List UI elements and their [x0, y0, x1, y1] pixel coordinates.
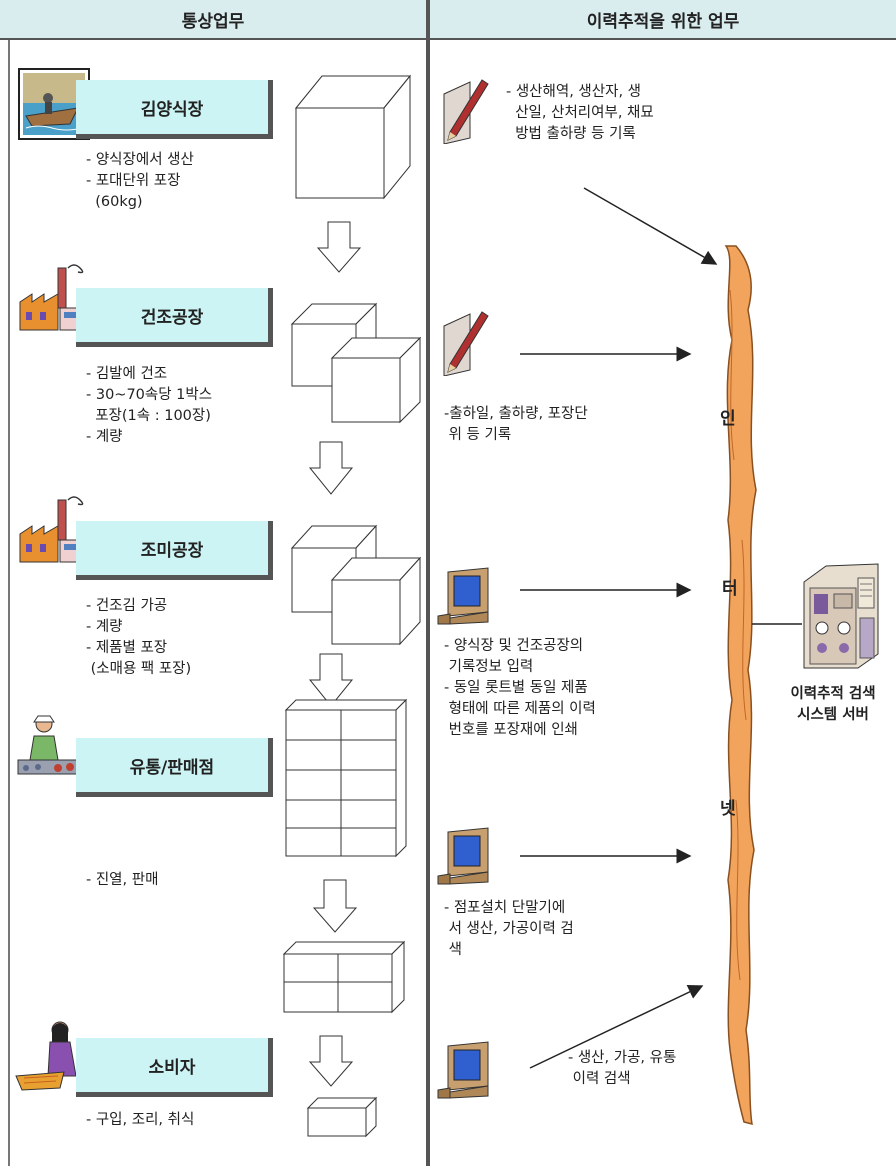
down-arrow — [312, 879, 358, 933]
consumer-cooking-icon — [14, 1018, 86, 1094]
internet-label-char: 터 — [722, 579, 738, 599]
internet-label-char: 인 — [720, 409, 736, 429]
tracking-note-store-terminal: - 점포설치 단말기에 서 생산, 가공이력 검 색 — [444, 900, 574, 958]
header-traceability-work: 이력추적을 위한 업무 — [430, 0, 896, 40]
stage-drying-factory-notes: - 김발에 건조 - 30~70속당 1박스 포장(1속 : 100장) - 계… — [86, 366, 213, 445]
two-boxes — [290, 302, 422, 424]
computer-terminal-icon — [436, 566, 496, 626]
computer-terminal-icon — [436, 826, 496, 886]
computer-terminal-icon — [436, 1040, 496, 1100]
stage-retail-store: 유통/판매점 — [76, 738, 273, 797]
internet-network — [520, 187, 802, 1126]
single-pack — [306, 1096, 378, 1138]
server-machine-icon — [800, 558, 880, 670]
tracking-note-farm-record: - 생산해역, 생산자, 생 산일, 산처리여부, 채묘 방법 출하량 등 기록 — [506, 84, 654, 142]
down-arrow — [316, 221, 362, 273]
pen-notepad-icon — [440, 306, 490, 377]
down-arrow — [308, 653, 354, 707]
arrow-to-internet — [583, 187, 718, 265]
two-boxes — [290, 524, 422, 646]
internet-label-char: 넷 — [720, 799, 736, 819]
server-label-line1: 이력추적 검색 — [790, 686, 876, 702]
header-normal-work: 통상업무 — [0, 0, 426, 40]
internet-band — [724, 245, 757, 1126]
retail-packs — [282, 940, 406, 1014]
server-label-line2: 시스템 서버 — [797, 707, 869, 723]
stage-seasoning-factory-notes: - 건조김 가공 - 계량 - 제품별 포장 (소매용 팩 포장) — [86, 598, 192, 677]
packaging-flow — [282, 74, 422, 1138]
tracking-note-shipping-record: -출하일, 출하량, 포장단 위 등 기록 — [444, 406, 588, 443]
arrow-to-internet — [529, 985, 704, 1069]
stage-retail-store-notes: - 진열, 판매 — [86, 872, 159, 888]
pen-notepad-icon — [440, 74, 490, 145]
stage-consumer-notes: - 구입, 조리, 취식 — [86, 1112, 195, 1128]
tracking-note-data-entry: - 양식장 및 건조공장의 기록정보 입력 - 동일 롯트별 동일 제품 형태에… — [444, 638, 596, 738]
stacked-packs — [284, 698, 408, 858]
market-vendor-icon — [14, 712, 86, 782]
column-divider — [426, 0, 430, 1166]
down-arrow — [308, 441, 354, 495]
stage-seaweed-farm: 김양식장 — [76, 80, 273, 139]
down-arrow — [308, 1035, 354, 1087]
stage-consumer: 소비자 — [76, 1038, 273, 1097]
sack-box — [294, 74, 412, 200]
server-label: 이력추적 검색 시스템 서버 — [770, 684, 896, 726]
stage-drying-factory: 건조공장 — [76, 288, 273, 347]
stage-seasoning-factory: 조미공장 — [76, 521, 273, 580]
left-border — [8, 40, 10, 1166]
stage-seaweed-farm-notes: - 양식장에서 생산 - 포대단위 포장 (60kg) — [86, 152, 194, 210]
tracking-note-history-search: - 생산, 가공, 유통 이력 검색 — [568, 1050, 677, 1087]
